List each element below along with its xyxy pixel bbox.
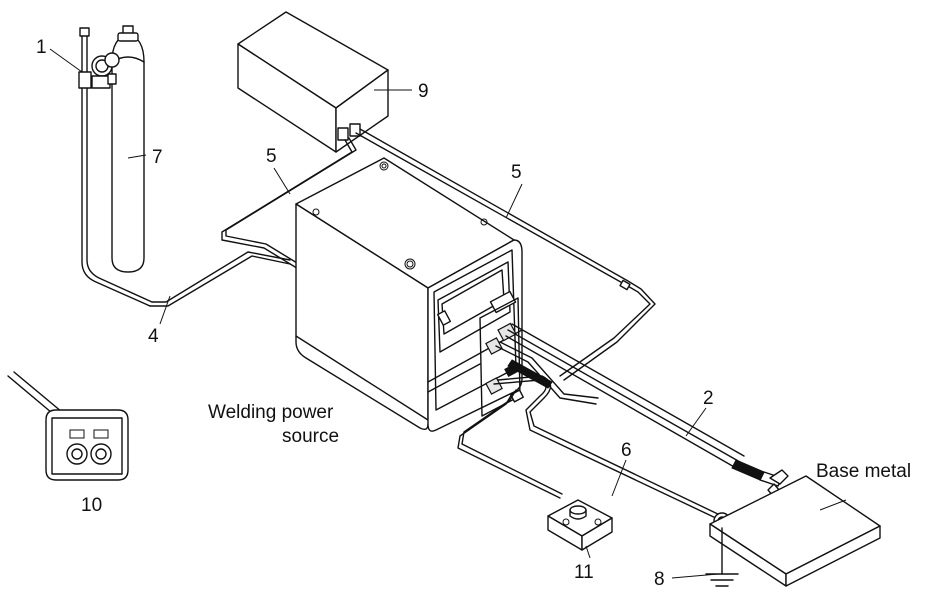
label-2: 2 [703, 388, 714, 409]
label-11: 11 [574, 562, 594, 583]
ground-symbol [705, 527, 739, 587]
label-10: 10 [81, 495, 102, 516]
leader-lines [49, 48, 847, 579]
label-power-source-line2: source [282, 426, 339, 447]
label-1: 1 [36, 37, 47, 58]
label-9: 9 [418, 81, 429, 102]
base-metal [709, 475, 881, 587]
label-5-left: 5 [266, 146, 277, 167]
label-7: 7 [152, 147, 163, 168]
label-power-source-line1: Welding power [208, 402, 334, 423]
label-6: 6 [621, 440, 632, 461]
label-base-metal: Base metal [816, 461, 911, 482]
coolant-hose-right [355, 128, 656, 381]
remote-plug [7, 371, 129, 481]
gas-hose [149, 251, 291, 307]
welding-power-source [295, 157, 524, 432]
gas-cylinder [111, 25, 145, 273]
label-4: 4 [148, 326, 159, 347]
pedal-cable [457, 389, 563, 499]
regulator [78, 27, 153, 307]
callout-labels: 1 7 9 5 5 4 2 6 10 11 8 Welding power so… [36, 37, 911, 590]
foot-pedal [547, 499, 613, 551]
return-cable [493, 375, 731, 530]
coolant-hose-left [221, 137, 357, 271]
cable-sleeve [507, 359, 553, 389]
label-5-right: 5 [511, 162, 522, 183]
cooling-unit [237, 11, 389, 153]
label-8: 8 [654, 569, 665, 590]
